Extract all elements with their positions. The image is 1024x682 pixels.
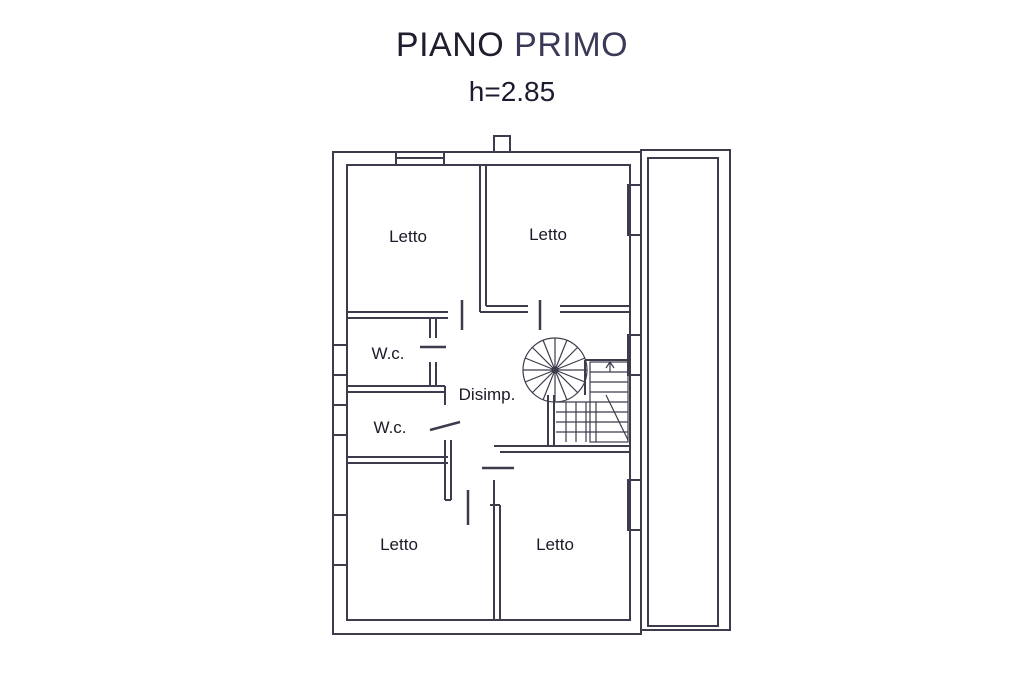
- window-left-bottom: [332, 514, 348, 566]
- window-right-mid: [627, 334, 642, 376]
- chimney: [493, 135, 511, 153]
- room-label-wc-lower: W.c.: [373, 418, 406, 437]
- window-right-top: [627, 184, 642, 236]
- plan-title-floor: PIANO: [395, 26, 505, 64]
- plan-title-level: PRIMO: [514, 26, 629, 64]
- spiral-staircase: [522, 337, 588, 403]
- room-label-wc-upper: W.c.: [371, 344, 404, 363]
- straight-staircase: [556, 360, 629, 443]
- room-label-letto-top-left: Letto: [389, 227, 427, 246]
- terrace-outer: [640, 149, 731, 631]
- room-label-letto-bottom-right: Letto: [536, 535, 574, 554]
- ceiling-height-label: h=2.85: [468, 76, 556, 107]
- window-left-wc-upper: [332, 344, 348, 376]
- window-left-wc-lower: [332, 404, 348, 436]
- terrace-inner: [647, 157, 719, 627]
- room-label-disimpegno: Disimp.: [459, 385, 516, 404]
- plan-title: PIANO PRIMO: [0, 26, 1024, 65]
- room-label-letto-top-right: Letto: [529, 225, 567, 244]
- room-label-letto-bottom-left: Letto: [380, 535, 418, 554]
- window-right-lower: [627, 479, 642, 531]
